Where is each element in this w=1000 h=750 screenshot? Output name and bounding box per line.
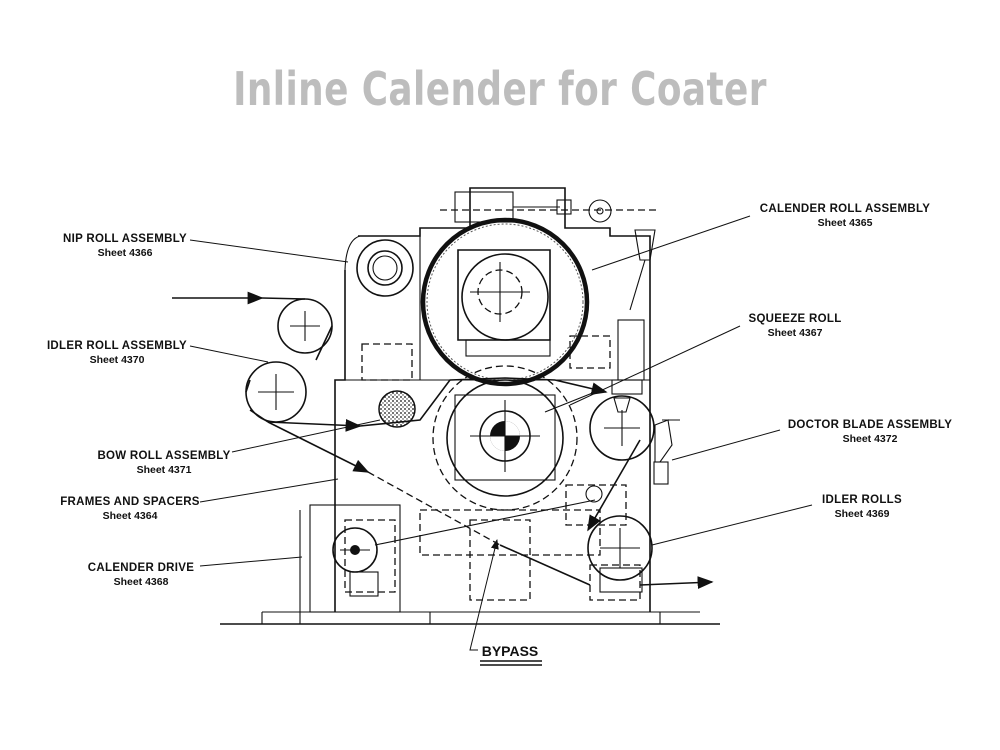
- label-name: CALENDER DRIVE: [88, 562, 194, 574]
- label-name: CALENDER ROLL ASSEMBLY: [760, 203, 930, 215]
- main-frame: [299, 187, 651, 613]
- label-sheet: Sheet 4367: [768, 327, 823, 339]
- label-calender-roll: CALENDER ROLL ASSEMBLY Sheet 4365: [760, 203, 930, 229]
- nip-roll: [356, 239, 414, 297]
- label-sheet: Sheet 4365: [818, 217, 873, 229]
- leader-lines: [189, 215, 813, 651]
- label-idler-roll-assembly: IDLER ROLL ASSEMBLY Sheet 4370: [47, 340, 187, 366]
- label-name: SQUEEZE ROLL: [748, 313, 841, 325]
- web-path: [172, 291, 714, 589]
- page-title: Inline Calender for Coater: [233, 62, 767, 116]
- doctor-blade: [653, 419, 680, 485]
- label-sheet: Sheet 4371: [137, 464, 192, 476]
- label-sheet: Sheet 4368: [114, 576, 169, 588]
- idler-roll-right: [585, 485, 653, 593]
- bottom-calender-roll: [432, 365, 578, 511]
- label-sheet: Sheet 4370: [90, 354, 145, 366]
- label-calender-drive: CALENDER DRIVE Sheet 4368: [88, 562, 194, 588]
- label-frames-spacers: FRAMES AND SPACERS Sheet 4364: [60, 496, 200, 522]
- label-name: DOCTOR BLADE ASSEMBLY: [788, 419, 952, 431]
- label-name: IDLER ROLLS: [822, 494, 902, 506]
- label-bow-roll: BOW ROLL ASSEMBLY Sheet 4371: [97, 450, 230, 476]
- label-nip-roll: NIP ROLL ASSEMBLY Sheet 4366: [63, 233, 187, 259]
- label-sheet: Sheet 4364: [103, 510, 158, 522]
- calender-drive-roll: [332, 527, 378, 573]
- squeeze-roll: [589, 395, 655, 461]
- label-name: IDLER ROLL ASSEMBLY: [47, 340, 187, 352]
- label-sheet: Sheet 4372: [843, 433, 898, 445]
- label-name: NIP ROLL ASSEMBLY: [63, 233, 187, 245]
- label-idler-rolls: IDLER ROLLS Sheet 4369: [822, 494, 902, 520]
- label-name: BYPASS: [482, 643, 539, 659]
- label-bypass: BYPASS: [480, 643, 542, 666]
- label-squeeze-roll: SQUEEZE ROLL Sheet 4367: [748, 313, 841, 339]
- label-name: FRAMES AND SPACERS: [60, 496, 200, 508]
- label-doctor-blade: DOCTOR BLADE ASSEMBLY Sheet 4372: [788, 419, 952, 445]
- bow-roll: [378, 390, 416, 428]
- calender-roll: [420, 217, 590, 387]
- label-name: BOW ROLL ASSEMBLY: [97, 450, 230, 462]
- base-floor: [220, 611, 720, 625]
- label-sheet: Sheet 4369: [835, 508, 890, 520]
- label-sheet: Sheet 4366: [98, 247, 153, 259]
- top-mechanism: [440, 191, 660, 395]
